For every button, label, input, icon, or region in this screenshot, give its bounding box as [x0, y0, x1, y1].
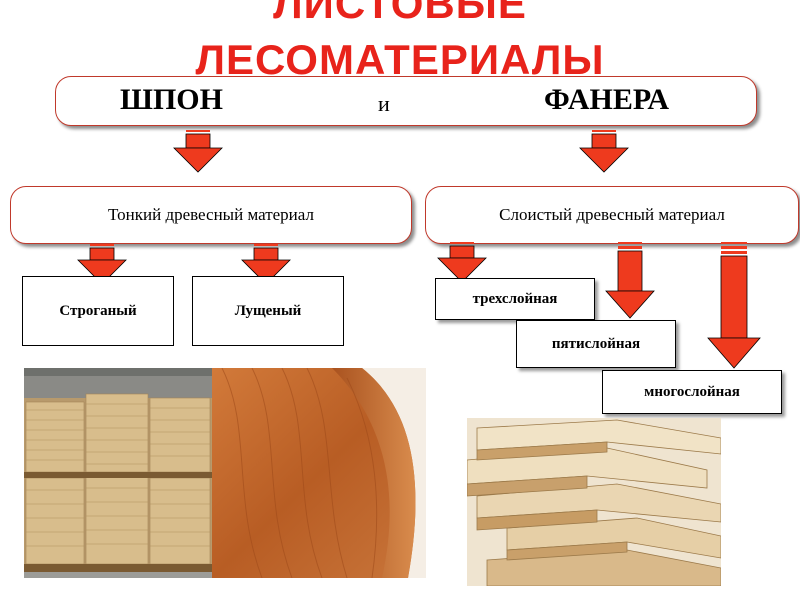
veneer-type-peeled: Лущеный — [192, 276, 344, 346]
arrow-down-icon — [241, 244, 291, 285]
conjunction: и — [378, 91, 390, 116]
veneer-type-planed-label: Строганый — [59, 302, 137, 319]
title-line-1: ЛИСТОВЫЕ — [273, 0, 527, 27]
veneer-type-planed: Строганый — [22, 276, 174, 346]
plywood-type-multilayer-label: многослойная — [644, 383, 740, 400]
veneer-type-peeled-label: Лущеный — [234, 302, 302, 319]
category-thin-wood: Тонкий древесный материал — [10, 186, 412, 244]
top-box: ШПОН и ФАНЕРА — [55, 76, 757, 126]
arrow-down-icon — [77, 244, 127, 285]
arrow-down-icon — [579, 130, 629, 173]
plywood-sheets-photo — [467, 418, 721, 586]
category-layered-wood-label: Слоистый древесный материал — [499, 205, 725, 224]
veneer-stacks-photo — [24, 368, 212, 578]
plywood-type-multilayer: многослойная — [602, 370, 782, 414]
title-line-2: ЛЕСОМАТЕРИАЛЫ — [195, 36, 605, 83]
veneer-heading: ШПОН — [120, 83, 223, 116]
plywood-heading: ФАНЕРА — [544, 83, 670, 116]
category-layered-wood: Слоистый древесный материал — [425, 186, 799, 244]
arrow-down-icon — [437, 242, 487, 283]
plywood-type-five-layer-label: пятислойная — [551, 335, 641, 352]
plywood-type-three-layer: трехслойная — [435, 278, 595, 320]
arrow-down-icon — [173, 130, 223, 173]
category-thin-wood-label: Тонкий древесный материал — [108, 205, 314, 224]
veneer-sheet-photo — [212, 368, 426, 578]
plywood-type-three-layer-label: трехслойная — [472, 290, 558, 307]
arrow-down-icon — [707, 242, 761, 369]
arrow-down-icon — [605, 242, 655, 319]
plywood-type-five-layer: пятислойная — [516, 320, 676, 368]
